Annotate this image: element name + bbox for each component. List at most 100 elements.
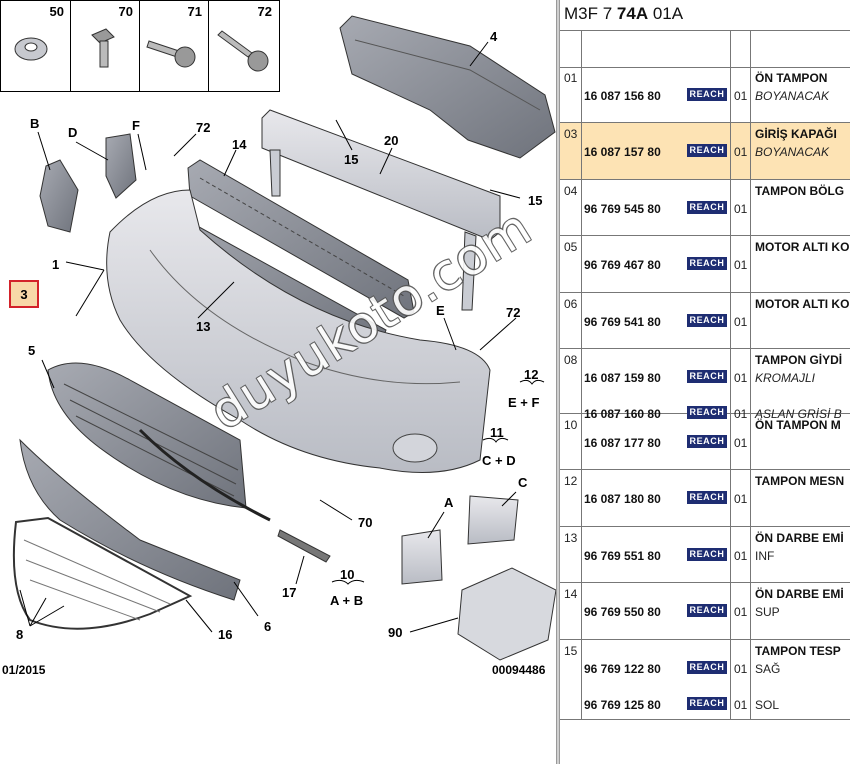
- part-number[interactable]: 96 769 550 80: [584, 605, 661, 619]
- column-divider: [750, 583, 751, 639]
- row-position: 14: [564, 587, 578, 601]
- callout-90[interactable]: 90: [388, 625, 403, 640]
- callout-15[interactable]: 15: [528, 193, 543, 208]
- callout-72[interactable]: 72: [506, 305, 521, 320]
- bracket-a-part: [401, 529, 443, 585]
- upper-cover-part: [339, 15, 556, 159]
- callout-3-highlight[interactable]: 3: [9, 280, 39, 308]
- date-code: 01/2015: [2, 663, 46, 677]
- reach-badge[interactable]: REACH: [687, 548, 727, 561]
- part-description: ÖN TAMPON: [755, 71, 828, 85]
- part-note: ASLAN GRİSİ B: [755, 407, 842, 421]
- reach-badge[interactable]: REACH: [687, 491, 727, 504]
- reach-badge[interactable]: REACH: [687, 144, 727, 157]
- callout-16[interactable]: 16: [218, 627, 233, 642]
- reach-badge[interactable]: REACH: [687, 257, 727, 270]
- part-version: 01: [734, 89, 748, 103]
- bracket-b-part: [39, 159, 79, 233]
- reach-badge[interactable]: REACH: [687, 201, 727, 214]
- row-position: 01: [564, 71, 578, 85]
- callout-a[interactable]: A: [444, 495, 454, 510]
- bumper-beam-part: [261, 109, 501, 241]
- column-divider: [581, 414, 582, 469]
- part-description: GİRİŞ KAPAĞI: [755, 127, 837, 141]
- callout-20[interactable]: 20: [384, 133, 399, 148]
- bracket-d-part: [105, 133, 137, 199]
- callout-72[interactable]: 72: [196, 120, 211, 135]
- part-version: 01: [734, 202, 748, 216]
- part-number[interactable]: 96 769 467 80: [584, 258, 661, 272]
- callout-17[interactable]: 17: [282, 585, 297, 600]
- part-note: BOYANACAK: [755, 145, 830, 159]
- reach-badge[interactable]: REACH: [687, 314, 727, 327]
- callout-70[interactable]: 70: [358, 515, 373, 530]
- callout-c[interactable]: C: [518, 475, 528, 490]
- part-number[interactable]: 16 087 157 80: [584, 145, 661, 159]
- row-position: 15: [564, 644, 578, 658]
- callout-1[interactable]: 1: [52, 257, 60, 272]
- column-divider: [581, 293, 582, 348]
- callout-3-label: 3: [20, 287, 28, 302]
- fastener-label: 72: [257, 4, 272, 19]
- part-number[interactable]: 16 087 160 80: [584, 407, 661, 421]
- callout-14[interactable]: 14: [232, 137, 247, 152]
- document-code: 00094486: [492, 663, 546, 677]
- diagram-drawing: [12, 15, 556, 661]
- column-divider: [730, 583, 731, 639]
- reach-badge[interactable]: REACH: [687, 604, 727, 617]
- part-number[interactable]: 96 769 125 80: [584, 698, 661, 712]
- callout-f[interactable]: F: [132, 118, 140, 133]
- column-divider: [750, 67, 751, 122]
- part-number[interactable]: 96 769 541 80: [584, 315, 661, 329]
- reach-badge[interactable]: REACH: [687, 661, 727, 674]
- part-description: TAMPON MESN: [755, 474, 845, 488]
- part-number[interactable]: 96 769 122 80: [584, 662, 661, 676]
- callout-6[interactable]: 6: [264, 619, 272, 634]
- callout-5[interactable]: 5: [28, 343, 36, 358]
- part-version: 01: [734, 258, 748, 272]
- reach-badge[interactable]: REACH: [687, 435, 727, 448]
- callout-b[interactable]: B: [30, 116, 40, 131]
- callout-12[interactable]: 12: [524, 367, 539, 382]
- part-note: SAĞ: [755, 662, 781, 676]
- chrome-trim-part: [12, 516, 193, 630]
- callout-10[interactable]: 10: [340, 567, 355, 582]
- part-number[interactable]: 96 769 545 80: [584, 202, 661, 216]
- callout-8[interactable]: 8: [16, 627, 24, 642]
- callout-4[interactable]: 4: [490, 29, 498, 44]
- callout-11[interactable]: 11: [490, 425, 504, 440]
- part-version: 01: [734, 605, 748, 619]
- callout-13[interactable]: 13: [196, 319, 211, 334]
- part-number[interactable]: 16 087 159 80: [584, 371, 661, 385]
- part-number[interactable]: 16 087 156 80: [584, 89, 661, 103]
- part-number[interactable]: 96 769 551 80: [584, 549, 661, 563]
- callout-15[interactable]: 15: [344, 152, 359, 167]
- part-description: TAMPON GİYDİ: [755, 353, 843, 367]
- reach-badge[interactable]: REACH: [687, 406, 727, 419]
- reach-badge[interactable]: REACH: [687, 697, 727, 710]
- fastener-50: 50: [1, 1, 71, 91]
- exploded-parts-diagram: 50 70 71 72 3 4 15 20 15 B D F 72 14 1 1…: [0, 0, 556, 677]
- reach-badge[interactable]: REACH: [687, 370, 727, 383]
- callout-d[interactable]: D: [68, 125, 78, 140]
- column-divider: [581, 349, 582, 413]
- column-divider: [581, 123, 582, 179]
- reach-badge[interactable]: REACH: [687, 88, 727, 101]
- panel-divider[interactable]: [556, 0, 560, 764]
- part-number[interactable]: 16 087 177 80: [584, 436, 661, 450]
- part-number[interactable]: 16 087 180 80: [584, 492, 661, 506]
- callout-e[interactable]: E: [436, 303, 445, 318]
- part-description: MOTOR ALTI KO: [755, 297, 850, 311]
- reference-bold: 74A: [616, 4, 649, 23]
